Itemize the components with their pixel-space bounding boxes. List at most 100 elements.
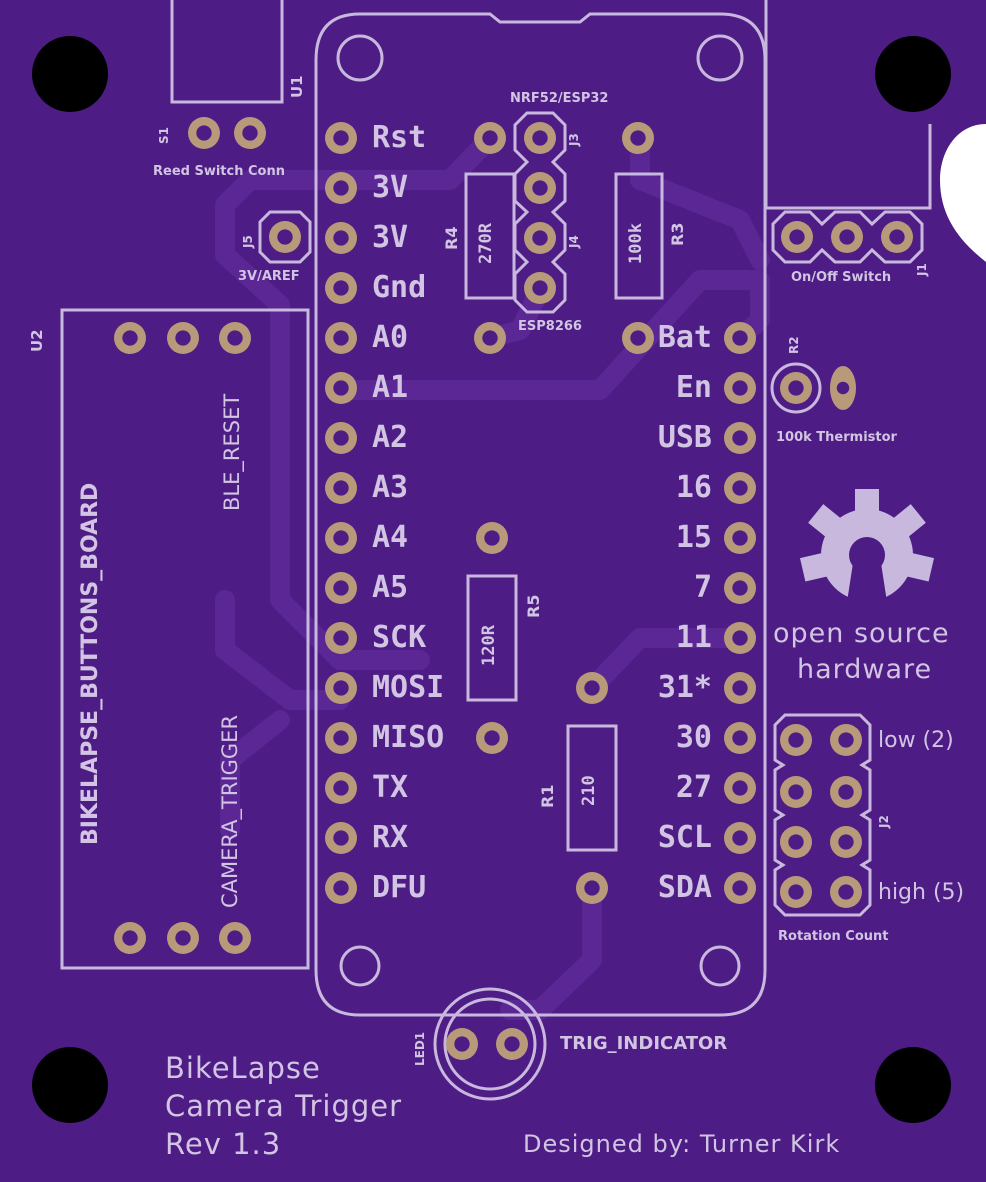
- feather-left-pin-label: MISO: [372, 720, 445, 755]
- r5-pad: [476, 722, 508, 754]
- j3-j4-pad: [524, 272, 556, 304]
- j2-label: Rotation Count: [778, 929, 889, 944]
- j5-ref: J5: [241, 235, 255, 248]
- r2-label: 100k Thermistor: [776, 430, 897, 445]
- r4-value: 270R: [476, 223, 496, 264]
- u2-top-pad: [219, 322, 251, 354]
- r5-outline: [466, 574, 518, 702]
- feather-left-pad: [325, 672, 357, 704]
- j2-pad: [780, 876, 812, 908]
- feather-left-pin-label: TX: [372, 770, 409, 805]
- s1-ref: S1: [157, 127, 171, 144]
- u2-top-pad: [114, 322, 146, 354]
- designer-credit: Designed by: Turner Kirk: [523, 1130, 841, 1158]
- feather-right-pad: [724, 722, 756, 754]
- feather-right-pin-label: 16: [675, 470, 712, 505]
- u2-bottom-pad: [167, 922, 199, 954]
- j2-outline: [773, 713, 872, 917]
- j2-pad: [780, 776, 812, 808]
- r1-pad: [576, 672, 608, 704]
- feather-right-pad: [724, 372, 756, 404]
- u2-ref: U2: [28, 329, 46, 352]
- j3-label: NRF52/ESP32: [510, 91, 609, 106]
- title-line-3: Rev 1.3: [165, 1127, 282, 1161]
- feather-right-pin-label: USB: [657, 420, 712, 455]
- u2-bottom-pad: [219, 922, 251, 954]
- feather-right-pin-label: En: [675, 370, 712, 405]
- feather-right-pin-label: 27: [675, 770, 712, 805]
- led1-pad: [496, 1028, 528, 1060]
- r3-outline: [614, 172, 664, 300]
- r5-value: 120R: [479, 625, 499, 666]
- feather-right-pad: [724, 622, 756, 654]
- oshw-gear-icon: [799, 489, 935, 615]
- j3-j4-pad: [524, 122, 556, 154]
- feather-left-pin-label: A2: [372, 420, 409, 455]
- feather-right-pin-label: SDA: [657, 870, 712, 905]
- j3-ref: J3: [567, 133, 581, 146]
- led1-label: TRIG_INDICATOR: [560, 1033, 728, 1054]
- mount-hole-tl: [32, 36, 108, 112]
- j1-ref: J1: [915, 263, 929, 276]
- u2-board-label: BIKELAPSE_BUTTONS_BOARD: [78, 482, 103, 845]
- feather-left-pin-label: A3: [372, 470, 409, 505]
- j5-outline: [258, 210, 312, 264]
- feather-left-pad: [325, 872, 357, 904]
- j2-pad: [780, 724, 812, 756]
- mount-hole-br: [875, 1047, 951, 1123]
- r3-value: 100k: [626, 223, 646, 264]
- feather-right-pin-label: 15: [675, 520, 712, 555]
- feather-left-pin-label: A4: [372, 520, 409, 555]
- j1-pad: [831, 221, 863, 253]
- r4-pad: [474, 122, 506, 154]
- feather-left-pin-label: DFU: [372, 870, 427, 905]
- j4-ref: J4: [567, 235, 581, 248]
- feather-left-pin-label: MOSI: [372, 670, 445, 705]
- feather-right-pad: [724, 872, 756, 904]
- feather-right-pin-label: 7: [693, 570, 712, 605]
- feather-mount-tl: [336, 34, 384, 82]
- feather-mount-tr: [696, 34, 744, 82]
- feather-left-pad: [325, 122, 357, 154]
- r3-ref: R3: [668, 222, 687, 246]
- feather-left-pad: [325, 372, 357, 404]
- r5-ref: R5: [524, 594, 543, 618]
- u2-bottom-pad: [114, 922, 146, 954]
- r4-outline: [464, 172, 516, 300]
- u1-outline: [170, 0, 284, 104]
- r1-pad: [576, 872, 608, 904]
- feather-left-pad: [325, 272, 357, 304]
- oshw-text-line1: open source: [773, 618, 950, 649]
- feather-right-pin-label: Bat: [657, 320, 712, 355]
- title-line-2: Camera Trigger: [165, 1089, 403, 1123]
- r5-pad: [476, 522, 508, 554]
- j2-pad: [830, 724, 862, 756]
- feather-left-pad: [325, 572, 357, 604]
- r2-pad: [830, 366, 856, 410]
- r4-ref: R4: [442, 226, 461, 250]
- j5-pad: [269, 221, 301, 253]
- j2-pad: [780, 826, 812, 858]
- feather-right-pad: [724, 572, 756, 604]
- copper-traces: [215, 128, 770, 1020]
- feather-left-pad: [325, 222, 357, 254]
- r1-ref: R1: [538, 784, 557, 808]
- led1-pad: [446, 1028, 478, 1060]
- r1-outline: [566, 724, 618, 852]
- j3-j4-pad: [524, 222, 556, 254]
- mount-hole-tr: [875, 36, 951, 112]
- feather-left-pad: [325, 422, 357, 454]
- feather-left-pin-label: RX: [372, 820, 409, 855]
- feather-right-pin-label: 31*: [657, 670, 712, 705]
- feather-right-pad: [724, 772, 756, 804]
- oshw-text-line2: hardware: [797, 654, 933, 685]
- u2-top-pad: [167, 322, 199, 354]
- pads: [114, 117, 913, 1060]
- feather-left-pin-label: A5: [372, 570, 409, 605]
- feather-left-pad: [325, 172, 357, 204]
- feather-left-pin-label: 3V: [372, 170, 409, 205]
- feather-right-pad: [724, 322, 756, 354]
